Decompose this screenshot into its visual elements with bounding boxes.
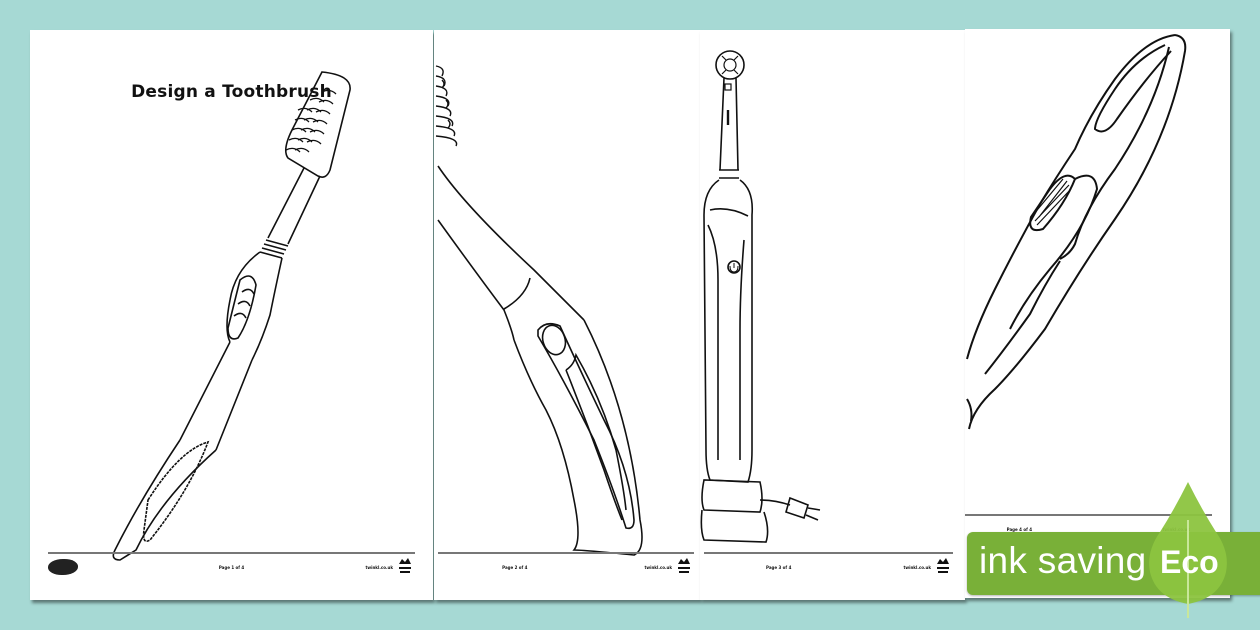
page-number: Page 1 of 4 (218, 565, 245, 570)
site-label: twinkl.co.uk (644, 565, 672, 570)
footer-divider (704, 552, 953, 554)
worksheet-page-2[interactable]: Page 2 of 4 twinkl.co.uk (434, 30, 700, 600)
footer-divider (438, 552, 694, 554)
worksheet-page-1[interactable]: Design a Toothbrush Page 1 of 4 twinkl.c… (30, 30, 433, 600)
page-number: Page 3 of 4 (766, 565, 792, 570)
manual-toothbrush-illustration (112, 71, 351, 561)
toothbrush-handle-grip-illustration (966, 34, 1187, 430)
brand-mark-icon (678, 558, 690, 573)
publisher-logo (48, 559, 78, 575)
leaf-icon (1149, 482, 1227, 618)
page-title: Design a Toothbrush (131, 82, 332, 102)
page-footer: Page 1 of 4 twinkl.co.uk (48, 556, 415, 582)
electric-toothbrush-illustration (700, 50, 821, 543)
footer-divider (965, 514, 1212, 516)
page-number: Page 2 of 4 (502, 565, 528, 570)
ink-saving-text: ink saving (979, 540, 1147, 581)
page-footer: Page 2 of 4 twinkl.co.uk (438, 556, 694, 582)
page-number: Page 4 of 4 (1006, 527, 1032, 532)
eco-label: Eco (1160, 544, 1219, 580)
page-footer: Page 3 of 4 twinkl.co.uk (704, 556, 953, 582)
site-label: twinkl.co.uk (365, 565, 393, 570)
toothbrush-handle-closeup-illustration (435, 65, 643, 556)
brand-mark-icon (937, 558, 949, 573)
worksheet-page-3[interactable]: Page 3 of 4 twinkl.co.uk (700, 30, 965, 600)
site-label: twinkl.co.uk (903, 565, 931, 570)
footer-divider (48, 552, 415, 554)
brand-mark-icon (399, 558, 411, 573)
